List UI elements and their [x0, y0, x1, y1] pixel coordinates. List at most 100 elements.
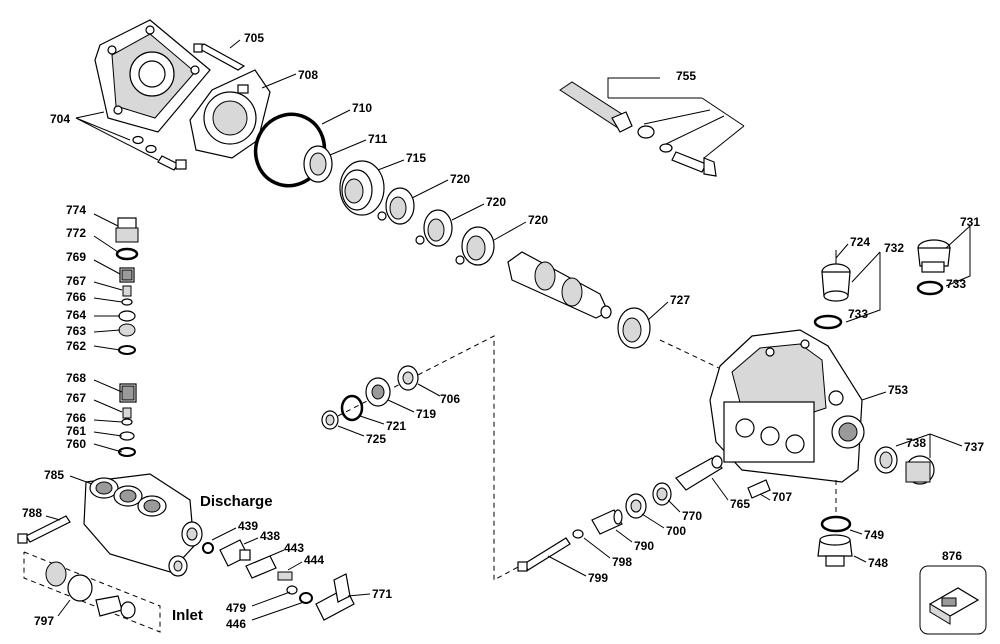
callout-733-a: 733 [848, 307, 868, 321]
plunger-790 [591, 509, 623, 535]
callout-766-a: 766 [66, 290, 86, 304]
kit-box-876 [919, 565, 987, 635]
callout-708: 708 [298, 68, 318, 82]
callout-761: 761 [66, 424, 86, 438]
seal-housing-708 [189, 69, 271, 159]
discharge-label: Discharge [200, 493, 273, 510]
callout-711: 711 [368, 132, 388, 146]
callout-771: 771 [372, 587, 392, 601]
callout-444: 444 [304, 553, 324, 567]
valve-stack-left [115, 217, 139, 457]
fitting-438 [219, 539, 251, 567]
crankshaft [507, 251, 612, 319]
callout-774: 774 [66, 203, 86, 217]
callout-707: 707 [772, 490, 792, 504]
shim-720-b [415, 209, 453, 247]
callout-738: 738 [906, 436, 926, 450]
spring-767-a [122, 285, 132, 297]
callout-719: 719 [416, 407, 436, 421]
bolt-705 [193, 43, 246, 71]
callout-731: 731 [960, 215, 980, 229]
callout-785: 785 [44, 468, 64, 482]
seal-725 [321, 410, 339, 430]
callout-727: 727 [670, 293, 690, 307]
manifold-785 [83, 473, 203, 577]
callout-710: 710 [352, 101, 372, 115]
callout-767-b: 767 [66, 391, 86, 405]
fitting-443 [245, 555, 277, 579]
callout-705: 705 [244, 31, 264, 45]
flange-plate-704 [94, 19, 211, 133]
callout-764: 764 [66, 308, 86, 322]
callout-733-b: 733 [946, 277, 966, 291]
seal-706 [397, 365, 419, 391]
callout-721: 721 [386, 419, 406, 433]
seat-764 [118, 310, 136, 322]
callout-725: 725 [366, 432, 386, 446]
seal-700 [625, 493, 647, 519]
ring-766-a [121, 298, 133, 306]
callout-704: 704 [50, 112, 70, 126]
callout-749: 749 [864, 528, 884, 542]
bearing-715 [339, 160, 385, 216]
callout-765: 765 [730, 497, 750, 511]
callout-772: 772 [66, 226, 86, 240]
callout-768: 768 [66, 371, 86, 385]
callout-797: 797 [34, 614, 54, 628]
seal-719 [365, 377, 391, 407]
callout-766-b: 766 [66, 411, 86, 425]
sight-glass-738-737 [874, 446, 935, 485]
oring-772 [115, 247, 139, 261]
callout-443: 443 [284, 541, 304, 555]
callout-737: 737 [964, 440, 984, 454]
oring-733-b [916, 280, 944, 296]
leader-lines [45, 39, 971, 621]
callout-446: 446 [226, 617, 246, 631]
oring-749 [820, 515, 852, 533]
drain-plug-748 [817, 534, 853, 567]
callout-760: 760 [66, 437, 86, 451]
shim-720-c [455, 226, 495, 266]
callout-770: 770 [682, 509, 702, 523]
callout-753: 753 [888, 383, 908, 397]
crankcase-753 [709, 329, 865, 483]
ring-766-b [121, 418, 133, 426]
callout-762: 762 [66, 339, 86, 353]
valve-cage-768 [119, 383, 137, 403]
bolt-799 [517, 537, 571, 572]
plug-774 [115, 217, 139, 243]
callout-720-b: 720 [486, 195, 506, 209]
oring-446 [299, 592, 313, 604]
spring-444 [277, 571, 293, 581]
oring-760 [118, 447, 136, 457]
callout-479: 479 [226, 601, 246, 615]
valve-769 [119, 267, 135, 283]
oring-733-a [813, 314, 843, 330]
callout-438: 438 [260, 529, 280, 543]
spring-767-b [122, 407, 132, 419]
callout-724: 724 [850, 235, 870, 249]
callout-755: 755 [676, 69, 696, 83]
callout-767-a: 767 [66, 274, 86, 288]
tee-771 [315, 573, 355, 621]
callout-748: 748 [868, 556, 888, 570]
callout-715: 715 [406, 151, 426, 165]
callout-720-c: 720 [528, 213, 548, 227]
callout-788: 788 [22, 506, 42, 520]
washer-770 [652, 482, 672, 506]
seat-761 [119, 431, 135, 441]
tube-kit-755 [559, 81, 717, 177]
bolt-788 [17, 515, 71, 544]
callout-799: 799 [588, 571, 608, 585]
oring-721 [340, 394, 364, 422]
oil-cap-724-732 [821, 250, 851, 302]
oring-762 [118, 345, 136, 355]
callouts: 705 708 704 710 711 715 720 720 720 755 … [22, 31, 984, 631]
callout-769: 769 [66, 250, 86, 264]
washer-798 [572, 529, 584, 539]
callout-439: 439 [238, 519, 258, 533]
plunger-765 [675, 455, 723, 491]
callout-798: 798 [612, 555, 632, 569]
inlet-fittings-797 [23, 551, 161, 633]
